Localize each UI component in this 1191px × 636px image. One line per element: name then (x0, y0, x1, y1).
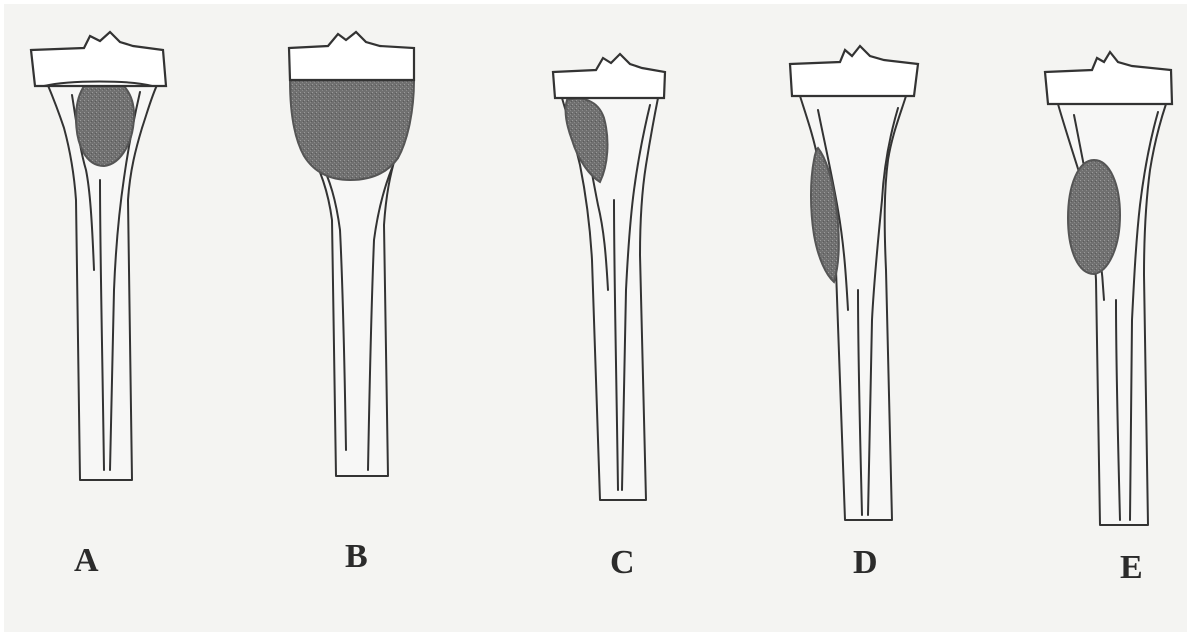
panel-label-c: C (610, 546, 635, 580)
panel-label-e: E (1120, 551, 1143, 585)
panel-e-lesion (1068, 160, 1120, 274)
panel-label-b: B (345, 540, 368, 574)
panel-label-d: D (853, 546, 878, 580)
panel-label-a: A (74, 544, 99, 578)
